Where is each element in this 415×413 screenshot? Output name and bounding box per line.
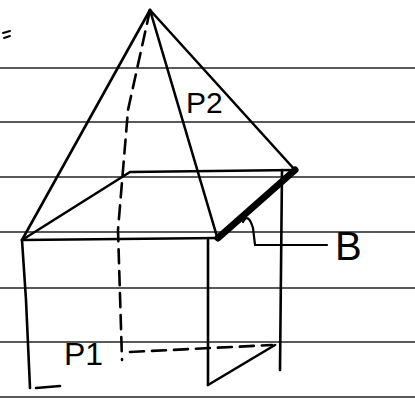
house-sketch (3, 10, 327, 388)
ruled-lines (0, 68, 415, 397)
edge-label: B (335, 226, 362, 266)
part-label: P1 (64, 338, 103, 370)
part-label: P2 (186, 88, 223, 118)
